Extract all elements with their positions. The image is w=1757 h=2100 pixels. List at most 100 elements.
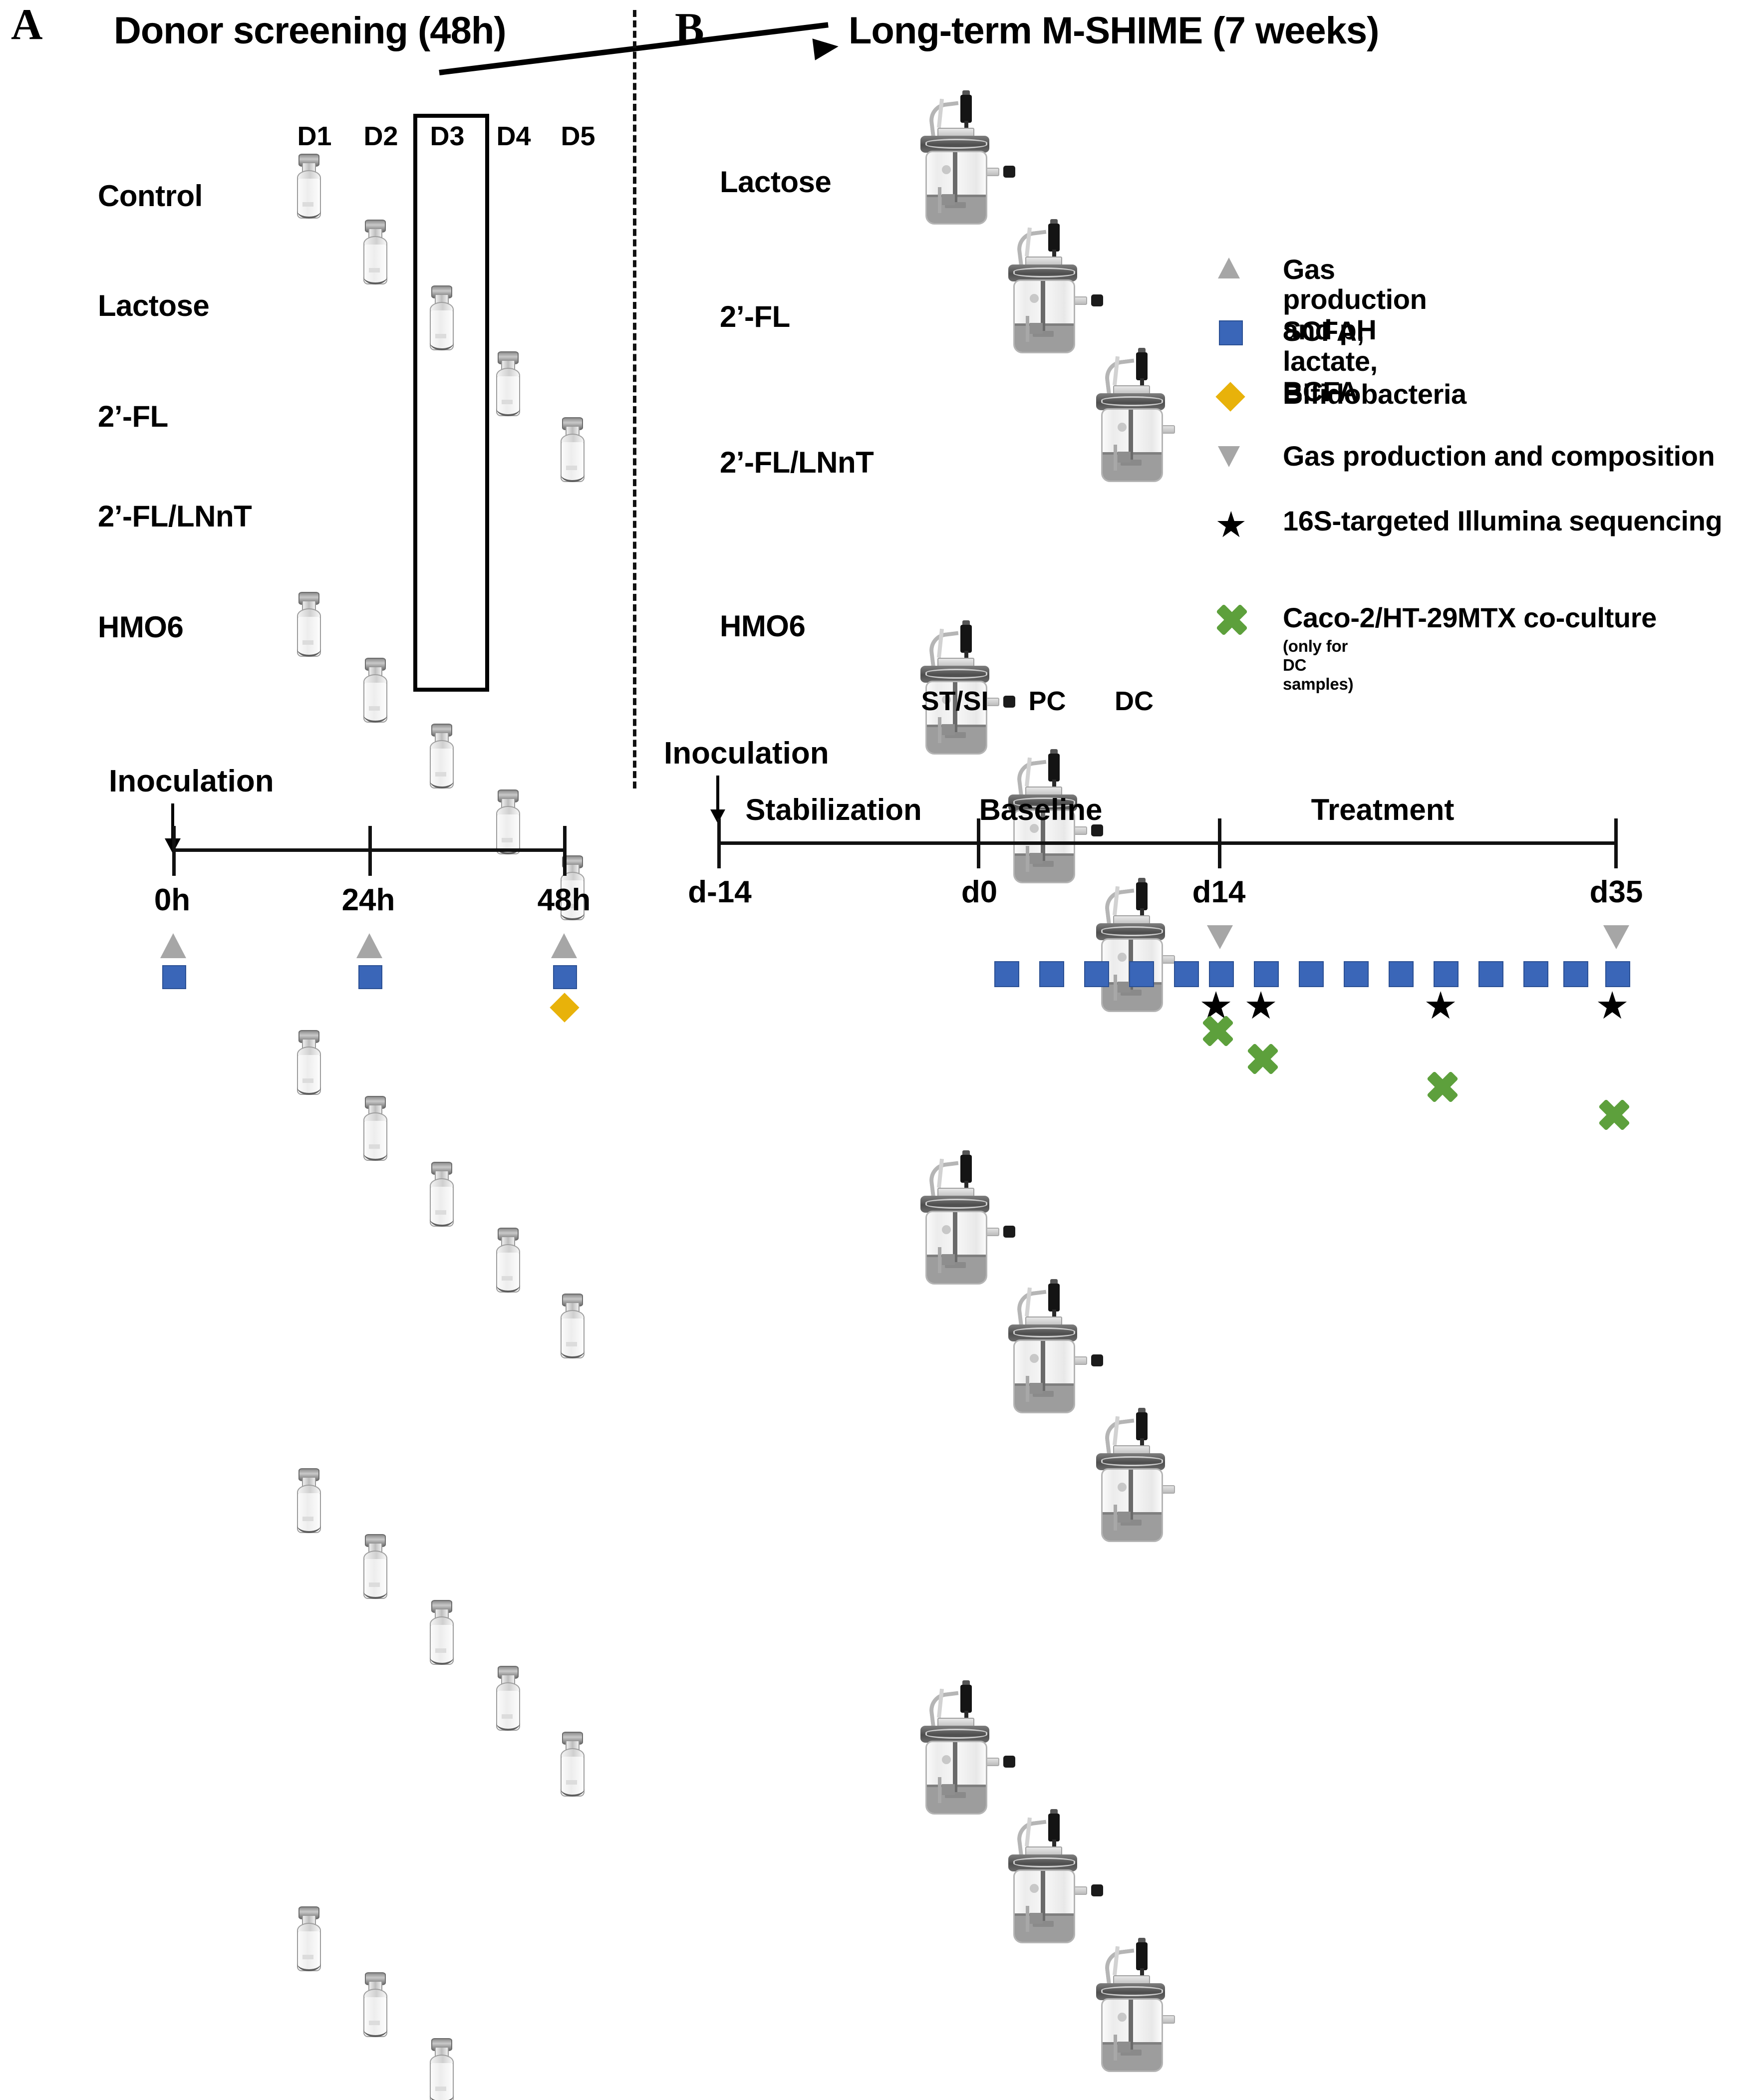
- vial: [556, 1732, 587, 1798]
- gas-ph-triangle-icon: [356, 933, 382, 958]
- vial: [425, 2038, 456, 2100]
- scfa-square-icon: [1605, 961, 1630, 987]
- bioreactor-vessel: [1093, 1408, 1175, 1542]
- donor-column-d1: D1: [297, 121, 332, 151]
- panel-b-letter: B: [675, 4, 704, 53]
- scfa-square-icon: [994, 961, 1019, 987]
- panel-a-inoculation-label: Inoculation: [109, 764, 274, 798]
- gas-ph-triangle-icon: [160, 933, 186, 958]
- panel-b-row-label-2fl: 2’-FL: [720, 300, 790, 333]
- bioreactor-vessel: [1093, 1938, 1175, 2072]
- vial: [293, 1030, 323, 1096]
- panel-a-inoculation-arrow-shaft: [171, 803, 174, 840]
- panel-b-inoculation-label: Inoculation: [664, 736, 829, 771]
- vial: [425, 1162, 456, 1228]
- scfa-square-icon: [1174, 961, 1199, 987]
- vial: [359, 658, 390, 724]
- panel-b-tick-d35: [1614, 818, 1618, 868]
- donor-column-d4: D4: [496, 121, 531, 151]
- coculture-cross-icon: [1247, 1043, 1279, 1075]
- legend-label-scfa: SCFA, lactate, BCFA: [1283, 315, 1378, 407]
- bioreactor-vessel: [1005, 1809, 1103, 1943]
- donor-column-d5: D5: [561, 121, 595, 151]
- scfa-square-icon: [358, 965, 382, 989]
- gas-composition-triangle-icon: [1603, 925, 1629, 949]
- diamond-gold-icon: [1215, 382, 1245, 412]
- panel-a-row-label-2fl: 2’-FL: [98, 400, 168, 433]
- panel-b-stage-baseline: Baseline: [979, 793, 1103, 826]
- panel-a-tick-label-24h: 24h: [341, 883, 395, 917]
- legend-label-gas-ph: Gas production and pH: [1283, 254, 1427, 345]
- panel-a-row-label-control: Control: [98, 179, 203, 213]
- vial: [556, 417, 587, 483]
- bioreactor-vessel: [1005, 219, 1103, 353]
- panel-b-timeline-axis: [719, 841, 1617, 845]
- bioreactor-vessel: [1005, 1279, 1103, 1413]
- scfa-square-icon: [1129, 961, 1154, 987]
- panel-b-row-label-lactose: Lactose: [720, 165, 832, 199]
- panel-b-tick-label-d35: d35: [1589, 875, 1643, 909]
- triangle-up-gray-icon: [1218, 258, 1240, 278]
- reactor-column-pc: PC: [1028, 686, 1066, 716]
- scfa-square-icon: [1523, 961, 1548, 987]
- scfa-square-icon: [1039, 961, 1064, 987]
- scfa-square-icon: [1299, 961, 1324, 987]
- vial-grid: [293, 154, 585, 2100]
- scfa-square-icon: [1084, 961, 1109, 987]
- panel-a-row-label-2fl-lnnt: 2’-FL/LNnT: [98, 500, 252, 533]
- bioreactor-vessel: [917, 1150, 1015, 1285]
- bioreactor-vessel: [1093, 348, 1175, 482]
- legend-label-gas-composition: Gas production and composition: [1283, 440, 1715, 472]
- panel-b-tick-d14: [1218, 818, 1221, 868]
- donor-d3-highlight-box: [413, 114, 489, 692]
- scfa-square-icon: [162, 965, 186, 989]
- reactor-column-st-si: ST/SI: [921, 686, 989, 716]
- panel-a-row-label-lactose: Lactose: [98, 289, 210, 322]
- panel-a-tick-24h: [368, 826, 372, 876]
- donor-column-d3: D3: [430, 121, 465, 151]
- vial: [492, 351, 523, 417]
- vial: [425, 1600, 456, 1666]
- gas-composition-triangle-icon: [1207, 925, 1233, 949]
- sequencing-star-icon: ★: [1424, 985, 1458, 1027]
- vial: [359, 1972, 390, 2038]
- vial: [359, 1534, 390, 1600]
- panel-a-tick-48h: [563, 826, 567, 876]
- vial: [359, 220, 390, 285]
- vial: [293, 1468, 323, 1534]
- legend-label-bifidobacteria: Bifidobacteria: [1283, 378, 1466, 410]
- sequencing-star-icon: ★: [1244, 985, 1278, 1027]
- reactor-grid: [917, 90, 1177, 2072]
- panel-b-tick-d0: [977, 818, 980, 868]
- panel-b-inoculation-arrow-shaft: [716, 776, 719, 811]
- vial: [492, 1228, 523, 1294]
- panel-b-row-label-hmo6: HMO6: [720, 609, 806, 643]
- vial: [492, 1666, 523, 1732]
- panel-b-stage-treatment: Treatment: [1311, 793, 1455, 826]
- scfa-square-icon: [1254, 961, 1279, 987]
- scfa-square-icon: [1344, 961, 1369, 987]
- vial: [293, 592, 323, 658]
- legend-label-sequencing: 16S-targeted Illumina sequencing: [1283, 505, 1723, 536]
- legend-sublabel-coculture: (only for DC samples): [1283, 637, 1354, 693]
- vial: [425, 285, 456, 351]
- panel-b-tick-label-dminus14: d-14: [688, 875, 752, 909]
- vial: [359, 1096, 390, 1162]
- scfa-square-icon: [1209, 961, 1234, 987]
- bioreactor-vessel: [917, 620, 1015, 755]
- legend-item-coculture: Caco-2/HT-29MTX co-culture (only for DC …: [1216, 602, 1657, 693]
- scfa-square-icon: [1478, 961, 1503, 987]
- panel-a-tick-label-48h: 48h: [537, 883, 591, 917]
- bioreactor-vessel: [1093, 878, 1175, 1012]
- coculture-cross-icon: [1598, 1099, 1630, 1131]
- donor-column-d2: D2: [363, 121, 398, 151]
- square-blue-icon: [1219, 320, 1243, 345]
- vial: [492, 789, 523, 855]
- flow-arrow-head: [812, 35, 840, 60]
- panel-b-tick-label-d0: d0: [961, 875, 998, 909]
- panel-a-row-label-hmo6: HMO6: [98, 610, 184, 644]
- coculture-cross-icon: [1427, 1071, 1459, 1103]
- reactor-column-dc: DC: [1115, 686, 1154, 716]
- legend-label-coculture: Caco-2/HT-29MTX co-culture: [1283, 602, 1657, 633]
- coculture-cross-icon: [1202, 1015, 1234, 1047]
